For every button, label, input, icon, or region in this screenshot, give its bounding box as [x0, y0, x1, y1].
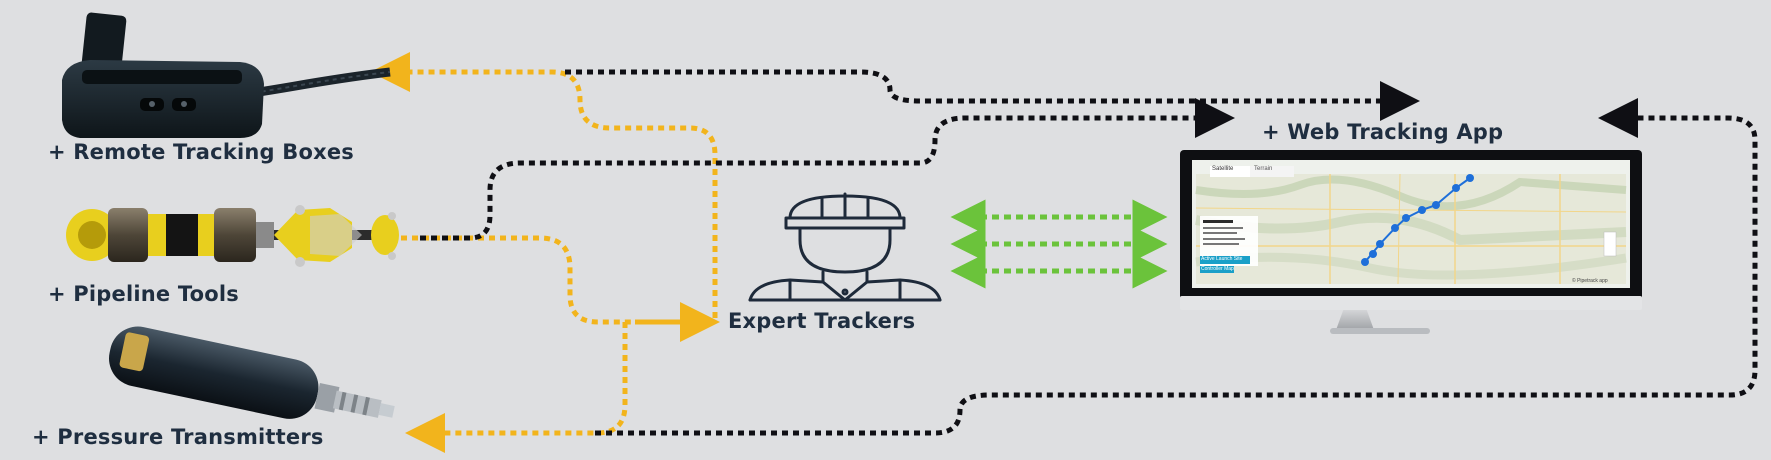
desktop-monitor-icon: [1180, 150, 1642, 334]
remote-tracking-box-icon: [62, 12, 391, 138]
black-path-remote-to-webapp: [565, 69, 1420, 121]
yellow-path-to-remote-boxes: [370, 52, 718, 318]
hard-hat-worker-icon: [748, 192, 942, 302]
label-remote-tracking-boxes: + Remote Tracking Boxes: [48, 140, 354, 164]
yellow-path-from-pipeline-tools: [390, 235, 640, 325]
map-sidebar-button-controller[interactable]: Controller Map: [1201, 266, 1234, 272]
black-path-transmitters-to-webapp: [595, 98, 1758, 436]
map-sidebar-button-active[interactable]: Active Launch Site: [1201, 256, 1243, 262]
yellow-connector-paths: [370, 52, 718, 453]
black-path-tools-to-webapp: [420, 98, 1235, 241]
map-watermark: © Pipetrack app: [1572, 278, 1608, 284]
green-bidirectional-arrows: [950, 199, 1168, 289]
label-web-tracking-app: + Web Tracking App: [1262, 120, 1504, 144]
label-pipeline-tools: + Pipeline Tools: [48, 282, 239, 306]
label-expert-trackers: Expert Trackers: [728, 309, 916, 333]
map-tab-satellite[interactable]: Satellite: [1212, 166, 1234, 172]
black-connector-paths: [420, 69, 1758, 436]
label-pressure-transmitters: + Pressure Transmitters: [32, 425, 324, 449]
pressure-transmitter-icon: [109, 326, 395, 419]
pipeline-pig-tool-icon: [66, 205, 399, 267]
yellow-path-to-pressure-transmitters: [405, 322, 628, 453]
map-tab-terrain[interactable]: Terrain: [1254, 166, 1273, 172]
